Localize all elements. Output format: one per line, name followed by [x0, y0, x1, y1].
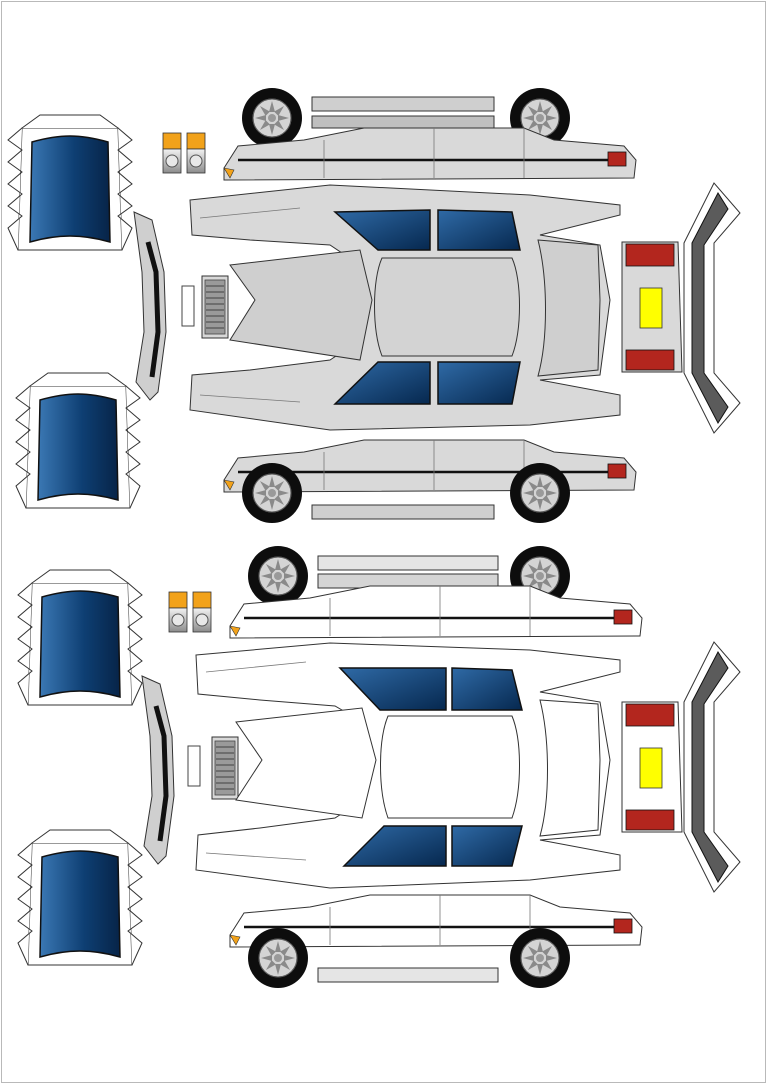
grille [201, 275, 229, 339]
headlights [162, 132, 206, 174]
front-bumper [142, 676, 174, 864]
plate-blank [187, 745, 201, 787]
rear-bumper [683, 641, 741, 893]
headlights [168, 591, 212, 633]
top-side-panel [228, 545, 644, 640]
main-body [195, 642, 621, 889]
top-side-panel [222, 87, 638, 182]
rear-bumper [683, 182, 741, 434]
kit-2-white [17, 545, 741, 989]
front-windshield [7, 114, 133, 251]
bottom-side-panel [228, 893, 644, 989]
rear-windshield [17, 829, 143, 966]
main-body [189, 184, 621, 431]
kit-1-silver [7, 87, 741, 524]
plate-blank [181, 285, 195, 327]
front-windshield [17, 569, 143, 706]
grille [211, 736, 239, 800]
rear-panel [621, 241, 683, 373]
rear-panel [621, 701, 683, 833]
bottom-side-panel [222, 438, 638, 524]
rear-windshield [15, 372, 141, 509]
front-bumper [134, 212, 166, 400]
